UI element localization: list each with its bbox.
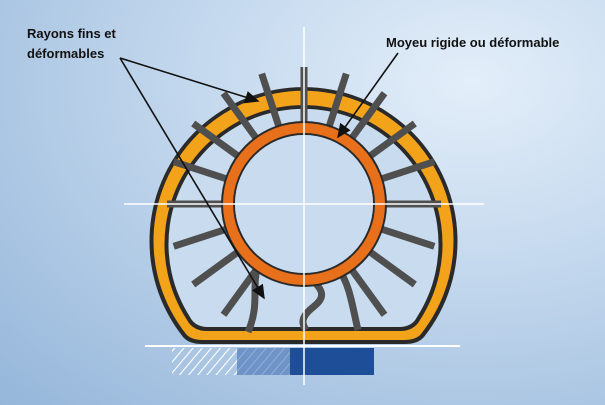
spoke	[366, 248, 417, 288]
spoke	[348, 266, 388, 317]
hub-arrow	[337, 52, 399, 139]
spokes-arrow-lower	[119, 57, 265, 300]
contact-patch	[290, 348, 374, 375]
spoke	[191, 248, 242, 288]
spoke	[191, 120, 242, 160]
spoke	[258, 72, 283, 129]
spokes-label-line1: Rayons fins et	[27, 26, 116, 41]
spoke	[366, 120, 417, 160]
spoke	[172, 225, 229, 250]
spoke	[220, 91, 260, 142]
spokes-label: Rayons fins et déformables	[27, 24, 116, 64]
spokes-arrow-upper	[119, 57, 260, 104]
spoke	[172, 158, 229, 183]
hub-label: Moyeu rigide ou déformable	[386, 35, 560, 50]
spoke	[325, 72, 350, 129]
contact-hatch-overlay	[237, 348, 290, 375]
spokes-label-line2: déformables	[27, 46, 105, 61]
spoke	[379, 225, 436, 250]
spoke	[348, 91, 388, 142]
spoke	[379, 158, 436, 183]
